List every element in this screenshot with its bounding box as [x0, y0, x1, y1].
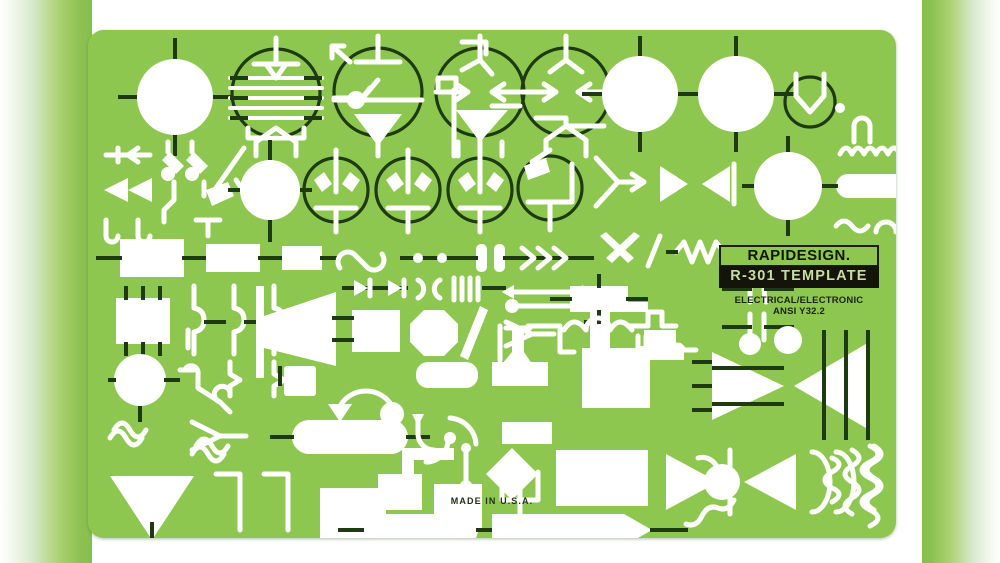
symbol-antenna-arrow	[189, 419, 249, 453]
symbol-rect-long-a	[416, 362, 478, 388]
symbol-small-rect-tab	[402, 448, 454, 478]
symbol-big-rectangle	[556, 450, 648, 506]
symbol-octagon	[410, 310, 458, 356]
standard-line-1: ELECTRICAL/ELECTRONIC	[734, 294, 864, 306]
right-green-gradient-band	[922, 0, 1000, 563]
symbol-small-diode-left	[103, 145, 153, 245]
symbol-misc-marks	[177, 327, 197, 373]
brand-name: RAPIDESIGN.	[719, 245, 879, 267]
symbol-coil-bottom-right	[842, 443, 884, 517]
symbol-squiggle-bottom	[822, 455, 842, 505]
symbol-npn-transistor	[302, 147, 370, 235]
symbol-coil-arcs	[833, 218, 896, 235]
symbol-fet-transistor	[446, 147, 514, 235]
symbol-diode-chain	[342, 277, 408, 299]
symbol-box-resistor-small	[282, 246, 340, 270]
symbol-capsule-terminal	[338, 514, 498, 538]
rapidesign-template-card: .cut{fill:#ffffff;stroke:#ffffff;stroke-…	[88, 30, 896, 538]
symbol-large-circle-a	[582, 36, 700, 152]
symbol-hook-small	[211, 383, 233, 415]
symbol-amp-triangle-left	[692, 352, 784, 420]
symbol-jack-hook	[497, 299, 577, 363]
symbol-parallel-bars	[462, 244, 518, 272]
symbol-rect-flat	[502, 422, 552, 444]
symbol-triangle-left-big	[744, 454, 796, 510]
symbol-bent-lead	[183, 363, 223, 405]
symbol-ground-triangle	[110, 476, 194, 538]
symbol-rounded-square-small	[284, 366, 316, 396]
symbol-pentode-tube	[228, 35, 324, 159]
symbol-box-resistor-medium	[206, 244, 284, 272]
symbol-coil-spring-top	[837, 145, 896, 157]
symbol-scr-transistor	[516, 147, 584, 233]
origin-text: MADE IN U.S.A.	[450, 496, 534, 506]
symbol-bent-wires	[213, 471, 291, 533]
symbol-pulse-wave	[625, 309, 679, 329]
symbol-pin-pair	[161, 139, 208, 181]
symbol-triangle-right-small	[660, 166, 688, 202]
symbol-triangle-left-small	[702, 161, 737, 207]
symbol-arrow-capsule	[492, 514, 688, 538]
symbol-rect-long-b	[492, 362, 548, 386]
symbol-box-resistor-large	[96, 239, 208, 277]
brand-text: RAPIDESIGN	[747, 247, 846, 264]
symbol-circle-meter-left	[108, 354, 180, 422]
symbol-slash-bar	[460, 306, 488, 360]
symbol-amp-triangle-right	[794, 330, 870, 440]
symbol-staple-bracket	[851, 115, 873, 145]
symbol-diamond	[486, 448, 538, 500]
symbol-bell	[636, 330, 684, 360]
symbol-large-circle-motor	[742, 136, 836, 236]
symbol-fuse-capsule	[822, 174, 896, 198]
left-green-gradient-band	[0, 0, 92, 563]
symbol-pin-dot-line	[460, 443, 472, 492]
symbol-large-circle-leads	[118, 38, 232, 156]
symbol-hook-leads	[435, 39, 489, 159]
symbol-tube-triangle	[433, 33, 527, 159]
symbol-arrow-chain	[516, 245, 594, 271]
symbol-circle-v	[783, 71, 845, 129]
symbol-s-curve	[335, 249, 387, 273]
symbol-large-circle-b	[680, 36, 794, 152]
symbol-pnp-transistor	[374, 147, 442, 235]
standard-line-2: ANSI Y32.2	[773, 306, 825, 318]
brand-trademark-dot: .	[845, 247, 851, 264]
symbol-tube-arrow	[329, 33, 425, 159]
template-symbol-cutouts: .cut{fill:#ffffff;stroke:#ffffff;stroke-…	[96, 33, 896, 538]
symbol-dot-line	[400, 253, 464, 263]
symbol-slash	[645, 233, 663, 269]
symbol-ic-box-pins	[116, 286, 170, 356]
symbol-square-box-mid	[332, 310, 400, 352]
symbol-sine-wave-b	[107, 420, 149, 448]
symbol-make-break-contacts	[415, 275, 506, 303]
symbol-lamp-circle-bottom	[683, 454, 740, 528]
product-label-block: RAPIDESIGN. R-301 TEMPLATE ELECTRICAL/EL…	[719, 245, 879, 318]
symbol-rectangle-tap	[550, 274, 648, 324]
symbol-stepped-block	[320, 474, 422, 538]
symbol-crossing-lines	[600, 232, 640, 263]
model-name: R-301 TEMPLATE	[719, 266, 879, 288]
symbol-bracket-lead	[161, 179, 223, 239]
symbol-amplifier-arrow	[593, 155, 647, 209]
symbol-dot-pair	[739, 326, 802, 355]
symbol-medium-circle-lamp	[228, 140, 312, 242]
